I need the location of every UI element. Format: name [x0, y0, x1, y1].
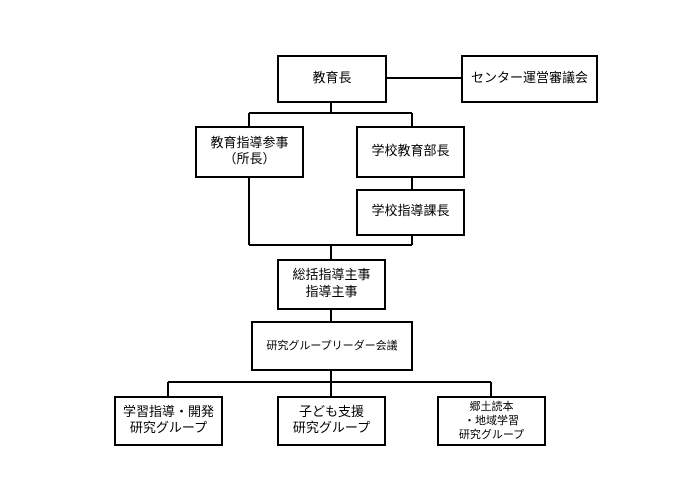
node-label: 教育指導参事: [210, 135, 289, 151]
node-group-child-support: 子ども支援 研究グループ: [277, 396, 386, 446]
node-center-council: センター運営審議会: [461, 55, 598, 103]
node-label: 研究グループ: [292, 421, 371, 436]
node-label: 指導主事: [305, 284, 358, 300]
node-label: 総括指導主事: [292, 268, 371, 284]
node-label: センター運営審議会: [470, 70, 588, 86]
node-label: 研究グループ: [458, 427, 525, 441]
node-label: （所長）: [223, 152, 276, 167]
node-leader-meeting: 研究グループリーダー会議: [251, 321, 413, 371]
node-label: 研究グループ: [129, 421, 208, 436]
node-school-guidance-chief: 学校指導課長: [356, 189, 465, 236]
node-label: 子ども支援: [298, 404, 364, 420]
node-education-advisor: 教育指導参事 （所長）: [195, 126, 304, 178]
node-label: 学習指導・開発: [122, 404, 214, 420]
node-school-education-director: 学校教育部長: [356, 126, 465, 178]
node-group-learning: 学習指導・開発 研究グループ: [114, 396, 223, 446]
node-label: 学校指導課長: [371, 204, 450, 220]
node-chief-supervisor: 総括指導主事 指導主事: [277, 259, 386, 310]
node-group-local-reader: 郷土読本 ・地域学習 研究グループ: [437, 396, 546, 446]
node-superintendent: 教育長: [277, 55, 387, 103]
node-label: 教育長: [312, 70, 352, 86]
node-label: 郷土読本: [469, 400, 514, 414]
node-label: 学校教育部長: [371, 143, 450, 159]
node-label: 研究グループリーダー会議: [266, 339, 398, 353]
node-label: ・地域学習: [464, 414, 519, 428]
